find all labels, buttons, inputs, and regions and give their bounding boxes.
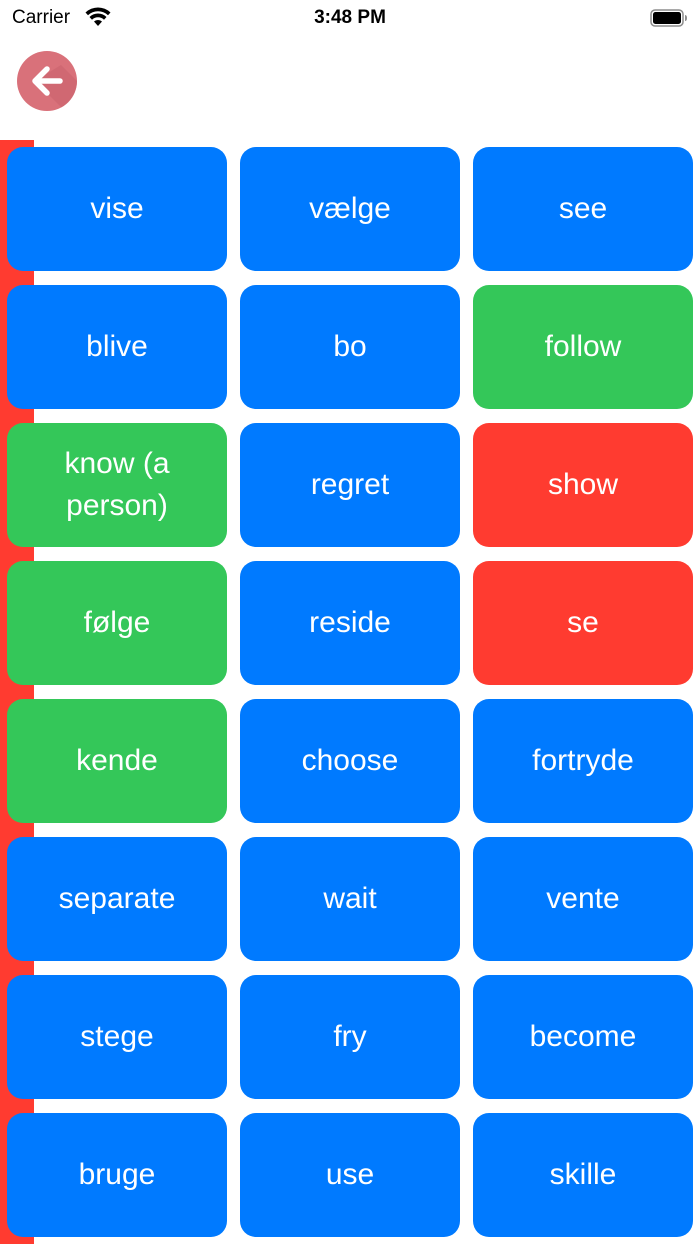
word-tile[interactable]: see <box>473 147 693 271</box>
word-tile[interactable]: vente <box>473 837 693 961</box>
word-tile[interactable]: choose <box>240 699 460 823</box>
word-tile[interactable]: stege <box>7 975 227 1099</box>
back-button[interactable] <box>17 51 77 111</box>
word-tile[interactable]: fortryde <box>473 699 693 823</box>
word-tile[interactable]: wait <box>240 837 460 961</box>
word-tile[interactable]: vise <box>7 147 227 271</box>
clock: 3:48 PM <box>314 7 386 28</box>
word-tile-grid: vise vælge see blive bo follow know (a p… <box>7 147 693 1237</box>
status-bar: Carrier 3:48 PM <box>0 0 700 36</box>
word-tile[interactable]: show <box>473 423 693 547</box>
word-tile[interactable]: fry <box>240 975 460 1099</box>
word-tile[interactable]: blive <box>7 285 227 409</box>
word-tile[interactable]: know (a person) <box>7 423 227 547</box>
word-tile[interactable]: vælge <box>240 147 460 271</box>
word-tile[interactable]: follow <box>473 285 693 409</box>
word-tile[interactable]: regret <box>240 423 460 547</box>
word-tile[interactable]: skille <box>473 1113 693 1237</box>
battery-icon <box>650 9 688 27</box>
word-tile[interactable]: separate <box>7 837 227 961</box>
word-tile[interactable]: kende <box>7 699 227 823</box>
word-tile[interactable]: bruge <box>7 1113 227 1237</box>
word-tile[interactable]: use <box>240 1113 460 1237</box>
word-tile[interactable]: se <box>473 561 693 685</box>
word-tile[interactable]: reside <box>240 561 460 685</box>
arrow-left-icon <box>32 65 77 111</box>
word-tile[interactable]: følge <box>7 561 227 685</box>
wifi-icon <box>85 7 111 27</box>
word-tile[interactable]: bo <box>240 285 460 409</box>
carrier-label: Carrier <box>12 7 71 28</box>
word-tile[interactable]: become <box>473 975 693 1099</box>
